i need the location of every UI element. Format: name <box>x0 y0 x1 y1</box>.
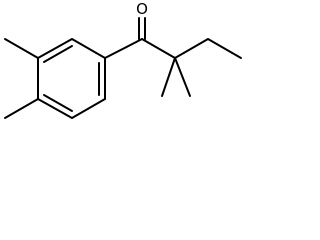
methyl-bond-bottom <box>4 98 39 119</box>
skeletal-structure: O <box>4 0 242 119</box>
ethyl-bond-1 <box>174 38 209 59</box>
ring-double-inner-c4-c5 <box>43 94 73 112</box>
bond-carbonyl-to-quaternary <box>141 38 176 59</box>
oxygen-atom-label: O <box>136 0 148 18</box>
gem-methyl-bond-right <box>174 57 191 97</box>
ring-bond-c6-c1 <box>37 38 73 59</box>
ring-double-inner-c6-c1 <box>43 45 73 63</box>
bond-ring-to-carbonyl <box>104 38 143 59</box>
gem-methyl-bond-left <box>161 57 176 97</box>
benzene-ring <box>37 38 106 119</box>
ethyl-bond-2 <box>207 38 242 59</box>
ring-bond-c4-c5 <box>37 98 73 119</box>
ring-bond-c1-c2 <box>71 38 106 59</box>
ring-bond-c3-c4 <box>71 98 106 119</box>
methyl-bond-top <box>4 38 39 59</box>
